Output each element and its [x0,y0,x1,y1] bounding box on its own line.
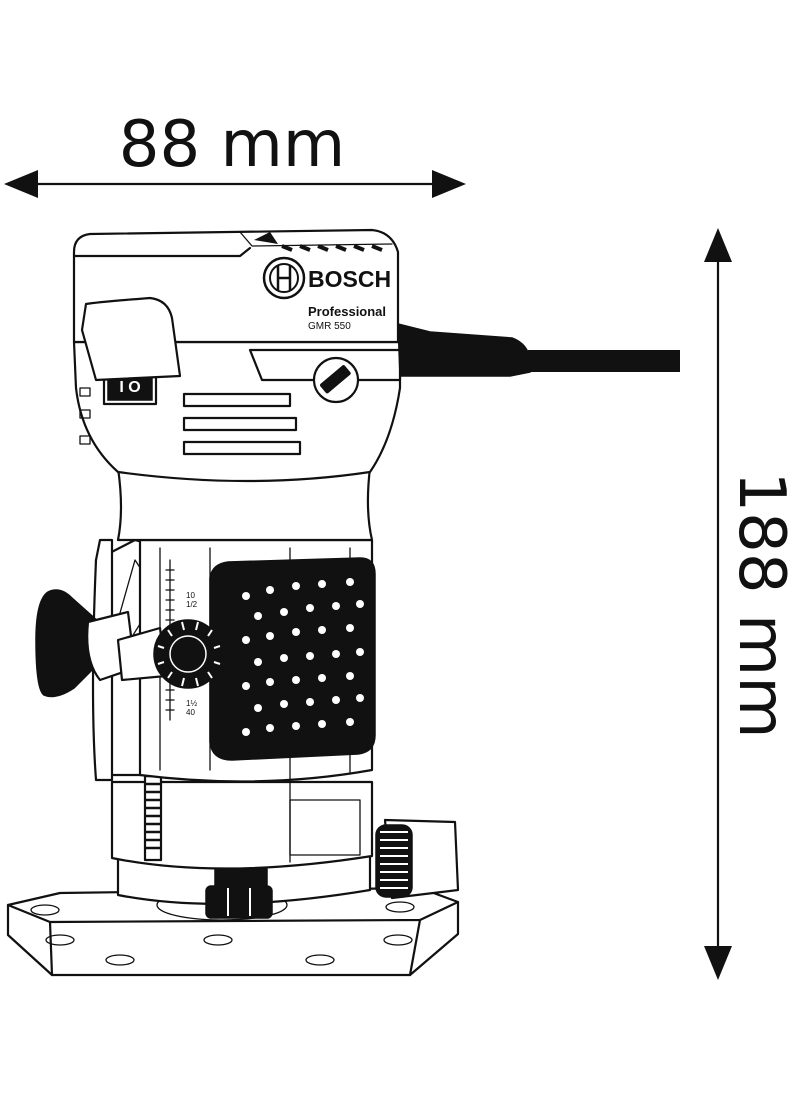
brand-name: BOSCH [308,266,391,292]
scale-bottom-in: 1½ [186,699,197,708]
height-label: 188 mm [724,471,798,738]
motor-waist [116,466,374,542]
switch-label: I O [119,379,140,396]
rubber-grip [209,557,376,761]
height-dimension: 188 mm [704,228,798,980]
collet-nut [205,865,273,919]
arrow-down-icon [704,946,732,980]
arrow-left-icon [4,170,38,198]
arrow-right-icon [432,170,466,198]
router-illustration: 10 1/2 1½ 40 [6,228,680,977]
model-number: GMR 550 [308,321,351,332]
arrow-up-icon [704,228,732,262]
scale-top-in: 1/2 [186,600,198,609]
product-line: Professional [308,304,386,319]
base-plate [6,886,460,977]
width-label: 88 mm [119,108,345,182]
fine-adjust-wheel [375,818,460,900]
motor-cap [72,228,400,382]
width-dimension: 88 mm [4,108,466,198]
scale-top-mm: 10 [186,591,195,600]
power-cord [397,323,680,377]
quick-release-lever [35,589,114,698]
scale-bottom-mm: 40 [186,708,195,717]
depth-lock-knob [116,619,223,689]
speed-dial [312,356,360,404]
branding: BOSCH Professional GMR 550 [262,256,391,332]
lower-housing [110,780,374,870]
